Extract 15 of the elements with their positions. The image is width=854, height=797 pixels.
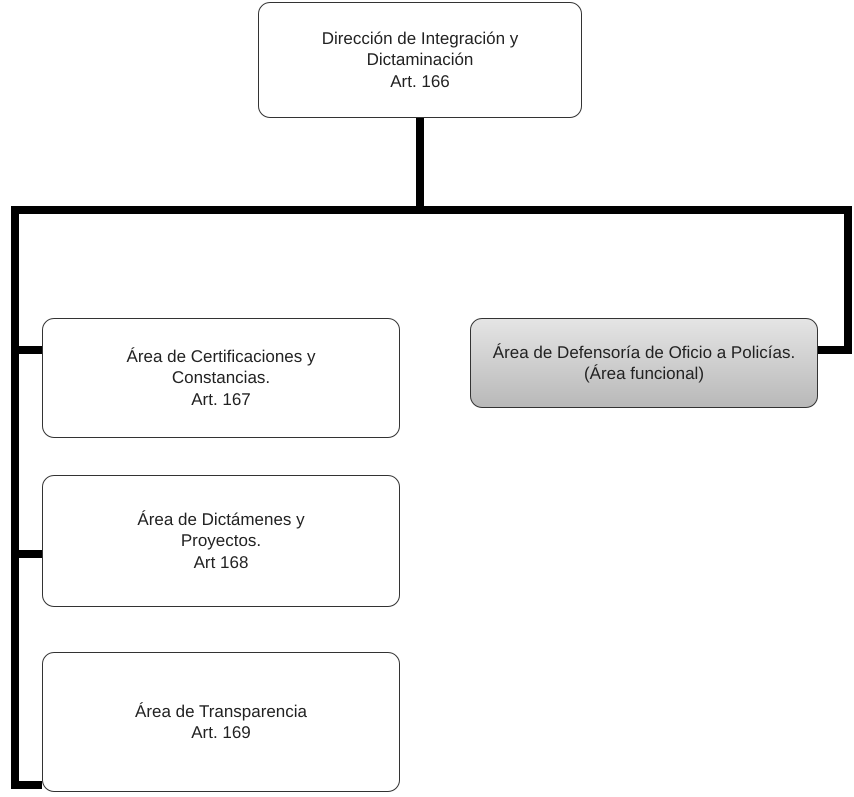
org-unit-box xyxy=(258,2,582,118)
unit-note: Art. 167 xyxy=(191,388,251,410)
unit-name: Dirección de Integración y Dictaminación xyxy=(320,28,520,71)
unit-name: Área de Defensoría de Oficio a Policías. xyxy=(492,342,796,363)
unit-note: Art. 166 xyxy=(390,70,450,92)
org-unit-box xyxy=(42,318,400,438)
functional-area-box xyxy=(470,318,818,408)
unit-note: Art 168 xyxy=(194,552,248,573)
unit-note: (Área funcional) xyxy=(584,363,704,384)
org-unit-box xyxy=(42,652,400,792)
unit-name: Área de Certificaciones y Constancias. xyxy=(126,346,316,389)
unit-note: Art. 169 xyxy=(191,722,251,744)
org-unit-box xyxy=(42,475,400,607)
unit-name: Área de Transparencia xyxy=(135,700,307,722)
unit-name: Área de Dictámenes y Proyectos. xyxy=(136,509,306,552)
